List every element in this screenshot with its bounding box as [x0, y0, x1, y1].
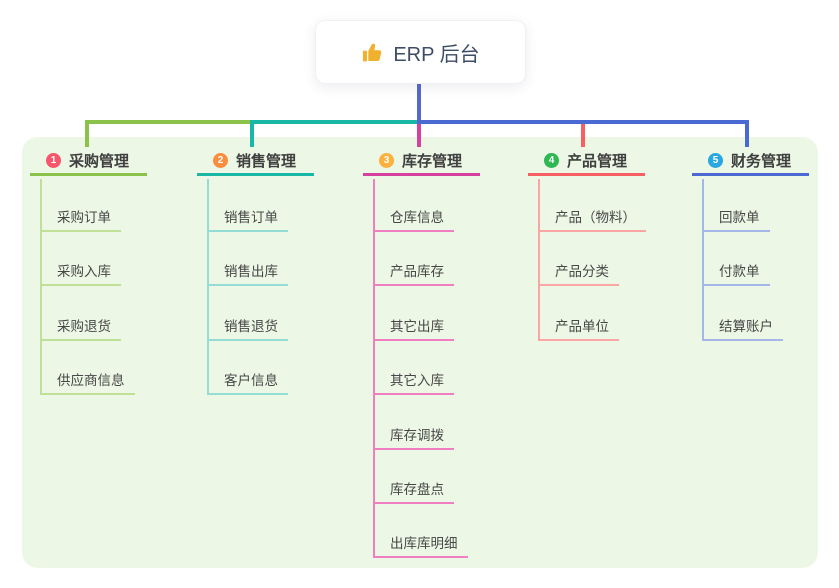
child-node[interactable]: 产品分类: [538, 260, 619, 287]
child-label: 产品（物料）: [555, 210, 636, 225]
child-label: 供应商信息: [57, 373, 125, 389]
child-node[interactable]: 库存盘点: [373, 478, 454, 504]
child-label: 其它出库: [390, 318, 444, 334]
child-label: 回款单: [719, 210, 760, 225]
child-label: 客户信息: [224, 373, 278, 389]
child-node[interactable]: 其它出库: [373, 315, 454, 341]
child-node[interactable]: 库存调拨: [373, 424, 454, 450]
branch-child-connector: [207, 179, 209, 396]
child-label: 销售出库: [224, 264, 278, 280]
branch-child-connector: [40, 179, 42, 396]
child-node[interactable]: 采购订单: [40, 206, 121, 232]
branch-title: 销售管理: [236, 153, 297, 170]
root-node[interactable]: ERP 后台: [315, 20, 526, 84]
branch-number-badge: 1: [46, 153, 61, 168]
child-node[interactable]: 产品（物料）: [538, 206, 646, 232]
child-node[interactable]: 采购入库: [40, 260, 121, 287]
child-node[interactable]: 出库库明细: [373, 532, 468, 559]
branch-number-badge: 5: [708, 153, 723, 168]
child-node[interactable]: 产品单位: [538, 315, 619, 341]
child-node[interactable]: 销售退货: [207, 315, 288, 341]
branch-title: 财务管理: [731, 153, 792, 170]
branch-title: 采购管理: [69, 153, 130, 170]
child-label: 销售退货: [224, 318, 278, 334]
child-label: 销售订单: [224, 210, 278, 225]
child-label: 采购退货: [57, 318, 111, 334]
child-node[interactable]: 供应商信息: [40, 369, 135, 396]
root-title: ERP 后台: [393, 43, 480, 66]
child-label: 产品分类: [555, 264, 609, 280]
child-node[interactable]: 结算账户: [702, 315, 783, 341]
branch-number-badge: 2: [213, 153, 228, 168]
branch-node-4[interactable]: 4 产品管理: [528, 148, 645, 176]
child-label: 采购订单: [57, 210, 111, 225]
child-node[interactable]: 销售出库: [207, 260, 288, 287]
branch-child-connector: [538, 179, 540, 341]
child-node[interactable]: 回款单: [702, 206, 770, 232]
branch-node-2[interactable]: 2 销售管理: [197, 148, 314, 176]
child-node[interactable]: 付款单: [702, 260, 770, 287]
thumbs-up-icon: [361, 41, 384, 64]
child-label: 其它入库: [390, 373, 444, 389]
branch-child-connector: [702, 179, 704, 341]
child-label: 库存盘点: [390, 482, 444, 497]
branch-title: 产品管理: [567, 153, 628, 170]
child-label: 库存调拨: [390, 427, 444, 443]
branch-node-5[interactable]: 5 财务管理: [692, 148, 809, 176]
child-node[interactable]: 仓库信息: [373, 206, 454, 232]
child-label: 出库库明细: [390, 536, 458, 552]
child-node[interactable]: 销售订单: [207, 206, 288, 232]
child-node[interactable]: 其它入库: [373, 369, 454, 396]
child-node[interactable]: 产品库存: [373, 260, 454, 287]
child-node[interactable]: 客户信息: [207, 369, 288, 396]
branch-node-1[interactable]: 1 采购管理: [30, 148, 147, 176]
branch-title: 库存管理: [402, 153, 463, 170]
branch-node-3[interactable]: 3 库存管理: [363, 148, 480, 176]
branch-number-badge: 4: [544, 153, 559, 168]
child-label: 结算账户: [719, 318, 773, 334]
child-node[interactable]: 采购退货: [40, 315, 121, 341]
branch-child-connector: [373, 179, 375, 559]
child-label: 付款单: [719, 264, 760, 280]
branches-background-panel: [22, 137, 818, 568]
child-label: 产品库存: [390, 264, 444, 280]
child-label: 仓库信息: [390, 210, 444, 225]
child-label: 采购入库: [57, 264, 111, 280]
child-label: 产品单位: [555, 318, 609, 334]
branch-number-badge: 3: [379, 153, 394, 168]
